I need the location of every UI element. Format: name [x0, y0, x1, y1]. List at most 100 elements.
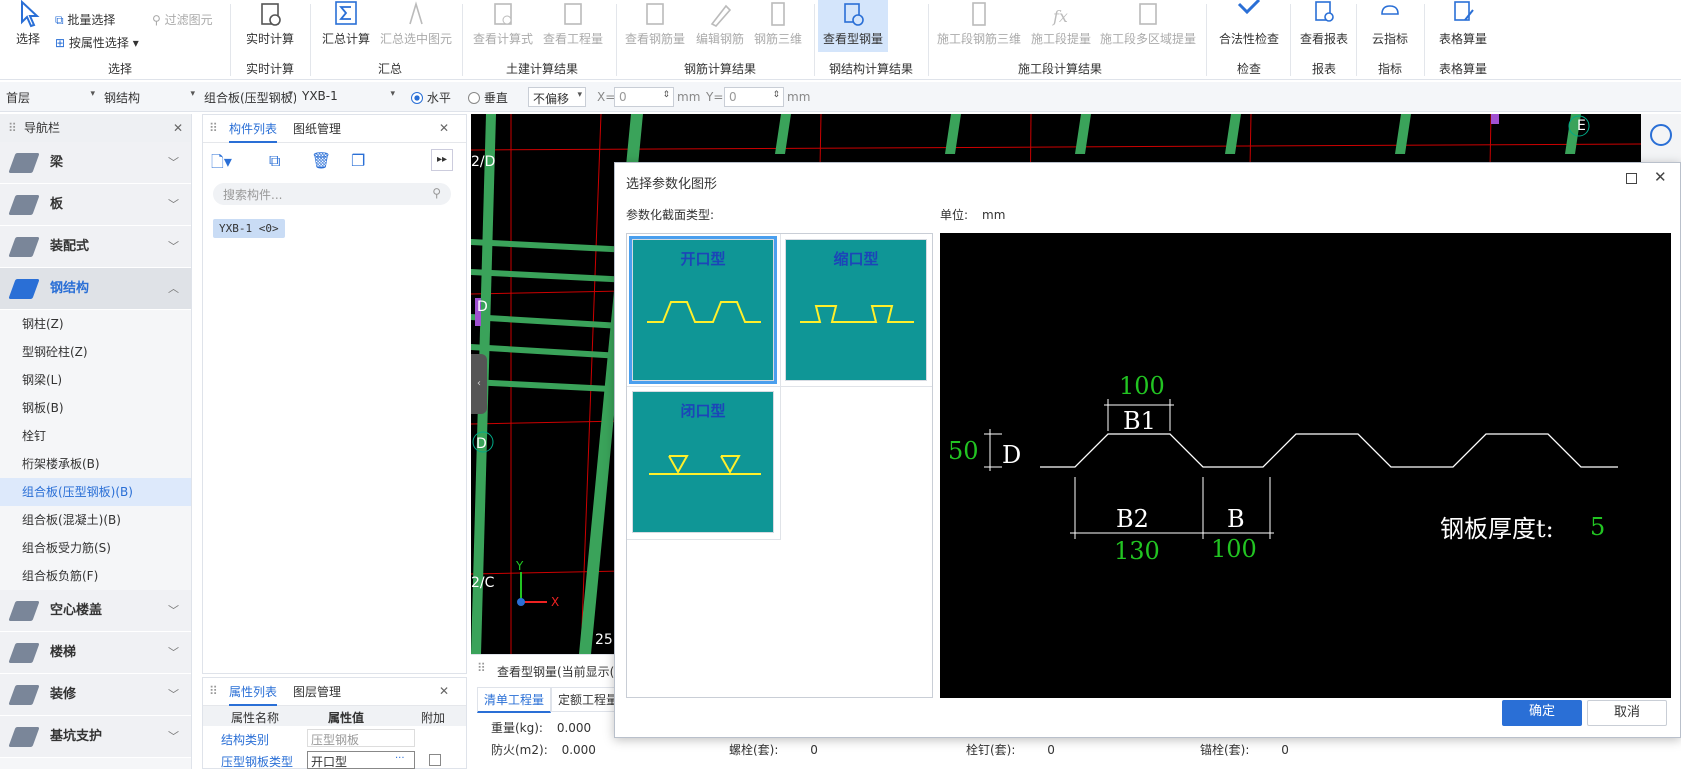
y-input[interactable]: 0⇕: [724, 87, 784, 107]
new-component-icon[interactable]: 🗋▾: [211, 152, 232, 171]
nav-category[interactable]: 装修﹀: [0, 674, 191, 716]
tab-bill-qty[interactable]: 清单工程量: [477, 687, 552, 713]
cancel-button[interactable]: 取消: [1587, 700, 1667, 726]
type-select[interactable]: 钢结构▾: [104, 89, 195, 105]
close-icon[interactable]: ✕: [1654, 168, 1667, 186]
tab-layer-manage[interactable]: 图层管理: [293, 685, 342, 699]
summary-selected-button[interactable]: 汇总选中图元: [378, 0, 454, 52]
drag-handle-icon[interactable]: ⠿: [209, 121, 218, 135]
ok-button[interactable]: 确定: [1502, 700, 1582, 726]
structure-category-field[interactable]: 压型钢板: [307, 729, 415, 747]
shape-reentrant-type[interactable]: 缩口型: [785, 239, 927, 381]
bolt-row: 螺栓(套): 0: [729, 743, 818, 757]
chevron-down-icon: ▾: [190, 89, 195, 99]
tab-property-list[interactable]: 属性列表: [229, 683, 278, 706]
cloud-index-button[interactable]: 云指标: [1362, 0, 1418, 52]
view-report-button[interactable]: 查看报表: [1296, 0, 1352, 52]
tab-component-list[interactable]: 构件列表: [229, 120, 278, 143]
batch-select-button[interactable]: ⧉ 批量选择: [55, 13, 116, 27]
nav-category[interactable]: 梁﹀: [0, 142, 191, 184]
edit-rebar-button[interactable]: 编辑钢筋: [692, 0, 748, 52]
subtype-select[interactable]: 组合板(压型钢板)▾: [204, 89, 296, 105]
shape-closed-type[interactable]: 闭口型: [632, 391, 774, 533]
drag-handle-icon[interactable]: ⠿: [8, 121, 17, 135]
view-qty-button[interactable]: 查看工程量: [540, 0, 606, 52]
sigma-selected-icon: [409, 1, 423, 25]
duplicate-icon[interactable]: ❐: [351, 151, 366, 170]
rebar-3d-button[interactable]: 钢筋三维: [750, 0, 806, 52]
axis-label: 2/D: [471, 154, 495, 170]
ribbon-toolbar: 选择 ⧉ 批量选择 ⊞ 按属性选择 ▾ ⚲ 过滤图元 选择 实时计算 实时计算 …: [0, 0, 1681, 80]
nav-sub-item[interactable]: 组合板负筋(F): [22, 569, 99, 583]
x-input[interactable]: 0⇕: [614, 87, 674, 107]
nav-category[interactable]: 空心楼盖﹀: [0, 590, 191, 632]
nav-sub-item[interactable]: 桁架楼承板(B): [22, 457, 100, 471]
nav-sub-item[interactable]: 组合板(混凝土)(B): [22, 513, 121, 527]
nav-category[interactable]: 基坑支护﹀: [0, 716, 191, 758]
property-toolbar: 首层▾ 钢结构▾ 组合板(压型钢板)▾ YXB-1▾ 水平 垂直 不偏移▾ X=…: [0, 82, 1681, 112]
group-label-table: 表格算量: [1438, 62, 1487, 76]
summary-calc-button[interactable]: 汇总计算: [318, 0, 374, 52]
nav-sub-item[interactable]: 钢柱(Z): [22, 317, 64, 331]
offset-select[interactable]: 不偏移▾: [528, 87, 586, 107]
close-icon[interactable]: ✕: [172, 121, 183, 135]
search-input[interactable]: 搜索构件...⚲: [213, 183, 451, 205]
orbit-icon[interactable]: [1650, 124, 1672, 146]
drag-handle-icon[interactable]: ⠿: [209, 684, 218, 698]
floor-select[interactable]: 首层▾: [6, 89, 95, 105]
nav-category[interactable]: 楼梯﹀: [0, 632, 191, 674]
attr-select-button[interactable]: ⊞ 按属性选择 ▾: [55, 36, 139, 50]
select-button[interactable]: 选择: [8, 0, 48, 52]
nav-sub-item[interactable]: 型钢砼柱(Z): [22, 345, 88, 359]
collapse-handle-icon[interactable]: ‹: [471, 354, 487, 414]
group-label-select: 选择: [107, 62, 132, 76]
nav-sub-item[interactable]: 组合板受力筋(S): [22, 541, 111, 555]
copy-icon[interactable]: ⧉: [269, 151, 281, 170]
vertical-radio[interactable]: 垂直: [468, 89, 508, 106]
component-select[interactable]: YXB-1▾: [302, 89, 395, 103]
nav-sub-item[interactable]: 钢板(B): [22, 401, 64, 415]
maximize-icon[interactable]: [1626, 173, 1637, 184]
horizontal-radio[interactable]: 水平: [411, 89, 451, 106]
view-formula-button[interactable]: 查看计算式: [470, 0, 536, 52]
ellipsis-icon[interactable]: ···: [395, 753, 405, 764]
nav-sub-item[interactable]: 钢梁(L): [22, 373, 63, 387]
rebar-3d-icon: [771, 2, 785, 26]
stage-rebar-3d-button[interactable]: 施工段钢筋三维: [934, 0, 1024, 52]
realtime-calc-button[interactable]: 实时计算: [240, 0, 300, 52]
close-icon[interactable]: ✕: [439, 684, 450, 698]
unit-row: 单位:mm: [940, 208, 1006, 222]
steel-icon: [8, 279, 40, 299]
component-list-panel: ⠿ ✕ 构件列表 图纸管理 🗋▾ ⧉ 🗑 ❐ ▸▸ 搜索构件...⚲ YXB-1…: [202, 114, 467, 674]
nav-sub-item[interactable]: 组合板(压型钢板)(B): [0, 478, 191, 506]
chevron-down-icon: ﹀: [168, 240, 179, 253]
fire-row: 防火(m2): 0.000: [491, 743, 596, 757]
delete-icon[interactable]: 🗑: [311, 151, 332, 170]
extra-checkbox[interactable]: [429, 754, 441, 766]
close-icon[interactable]: ✕: [439, 121, 450, 135]
chevron-down-icon: ﹀: [168, 688, 179, 701]
list-item[interactable]: YXB-1 <0>: [213, 219, 285, 238]
tab-drawing-manage[interactable]: 图纸管理: [293, 122, 342, 136]
stage-qty-button[interactable]: fx 施工段提量: [1028, 0, 1094, 52]
view-rebar-button[interactable]: 查看钢筋量: [622, 0, 688, 52]
nav-sub-item[interactable]: 栓钉: [22, 429, 47, 443]
stud-row: 栓钉(套): 0: [966, 743, 1055, 757]
shape-gallery: 开口型 缩口型 闭口型: [626, 233, 933, 698]
more-icon[interactable]: ▸▸: [431, 149, 453, 171]
nav-category-steel[interactable]: 钢结构︿: [0, 268, 191, 310]
stage-multi-button[interactable]: 施工段多区域提量: [1098, 0, 1198, 52]
shape-open-type[interactable]: 开口型: [629, 236, 777, 384]
stage-3d-icon: [972, 2, 986, 26]
nav-category[interactable]: 装配式﹀: [0, 226, 191, 268]
view-steel-button[interactable]: 查看型钢量: [818, 0, 888, 52]
svg-text:fx: fx: [1052, 7, 1068, 26]
nav-category[interactable]: 板﹀: [0, 184, 191, 226]
validity-check-button[interactable]: 合法性检查: [1214, 0, 1284, 52]
chevron-down-icon: ▾: [390, 89, 395, 99]
drag-handle-icon[interactable]: ⠿: [477, 661, 486, 675]
category-icon: [8, 601, 40, 621]
doc-grid-icon: [564, 3, 582, 25]
table-qty-button[interactable]: 表格算量: [1430, 0, 1496, 52]
filter-button[interactable]: ⚲ 过滤图元: [152, 13, 213, 27]
